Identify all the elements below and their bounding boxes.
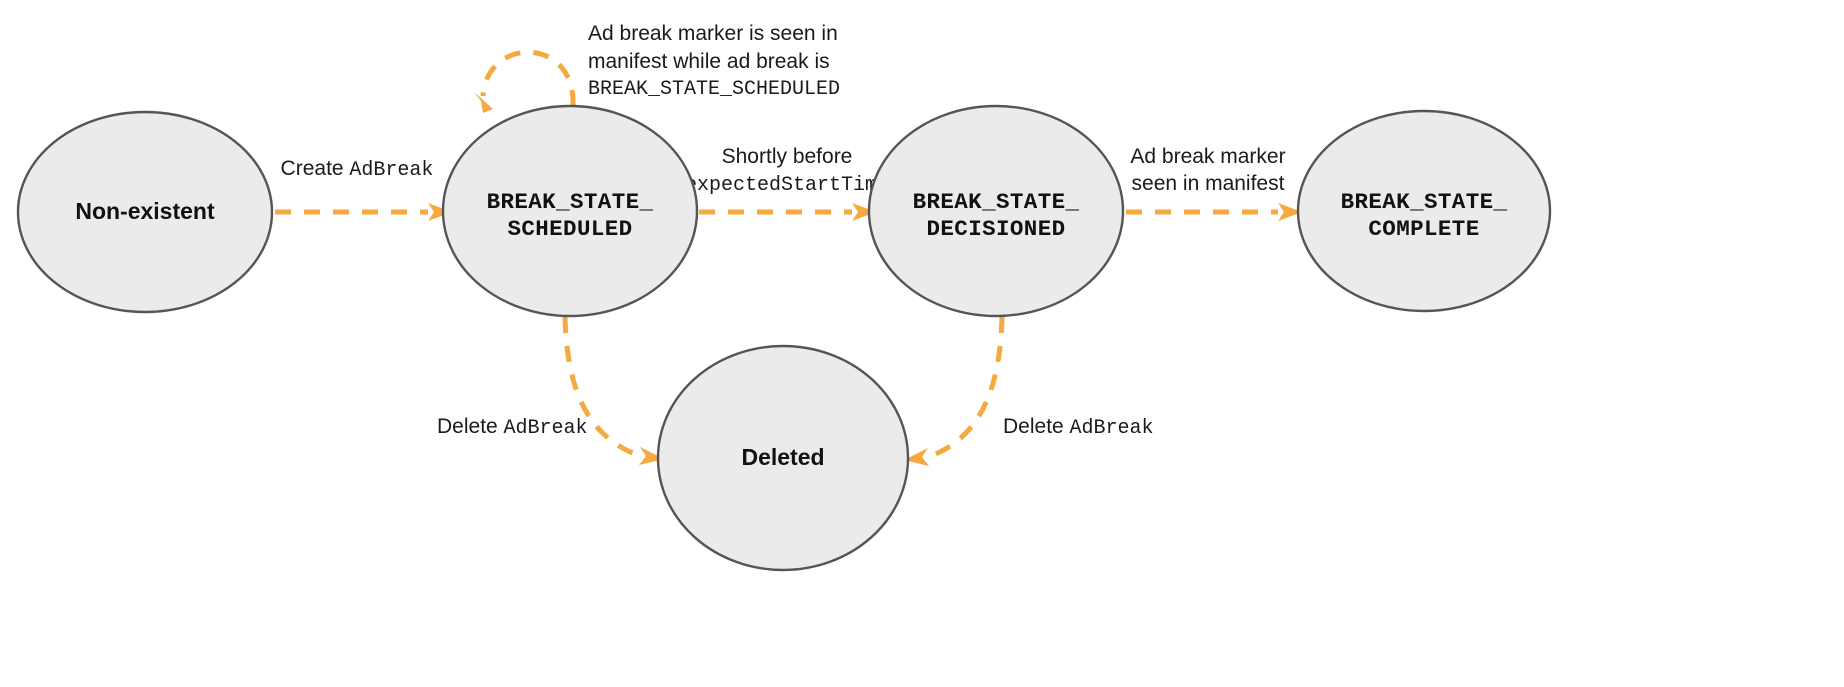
edge-scheduled-self-loop-label-line1: Ad break marker is seen in [588, 22, 838, 45]
edge-scheduled-to-decisioned-arrowhead [852, 203, 876, 221]
node-deleted[interactable]: Deleted [656, 344, 910, 572]
edge-scheduled-self-loop-label-line3: BREAK_STATE_SCHEDULED [588, 78, 840, 101]
edge-scheduled-self-loop: Ad break marker is seen in manifest whil… [474, 22, 840, 113]
edge-decisioned-to-complete-label-line1: Ad break marker [1130, 145, 1285, 168]
edge-decisioned-to-complete-arrowhead [1278, 203, 1302, 221]
edge-decisioned-to-complete-label-line2: seen in manifest [1132, 172, 1285, 195]
node-non-existent-shape[interactable] [16, 110, 274, 314]
node-break-state-scheduled-shape[interactable] [441, 104, 699, 318]
edge-decisioned-to-deleted-label-mono: AdBreak [1070, 417, 1154, 440]
edge-scheduled-to-deleted: Delete AdBreak [437, 316, 664, 465]
node-break-state-decisioned-label-line2: DECISIONED [926, 216, 1065, 242]
edge-scheduled-self-loop-label-line3-mono: BREAK_STATE_SCHEDULED [588, 78, 840, 101]
node-break-state-decisioned[interactable]: BREAK_STATE_ DECISIONED [867, 104, 1125, 318]
node-deleted-shape[interactable] [656, 344, 910, 572]
node-non-existent[interactable]: Non-existent [16, 110, 274, 314]
edge-decisioned-to-deleted-label: Delete AdBreak [1003, 415, 1154, 440]
node-break-state-scheduled-label-line2: SCHEDULED [507, 216, 632, 242]
node-break-state-decisioned-label-line1: BREAK_STATE_ [913, 189, 1080, 215]
edge-create-adbreak-label-plain: Create [281, 157, 350, 180]
edge-scheduled-self-loop-path [480, 49, 576, 107]
edge-create-adbreak-arrowhead [428, 203, 452, 221]
edge-scheduled-self-loop-arrowhead [474, 92, 493, 113]
edge-scheduled-to-decisioned-label-line2: expectedStartTime [685, 174, 889, 197]
node-break-state-complete[interactable]: BREAK_STATE_ COMPLETE [1296, 109, 1552, 313]
edge-decisioned-to-deleted-arrowhead [904, 448, 929, 466]
edge-scheduled-to-deleted-label-plain: Delete [437, 415, 504, 438]
edge-scheduled-to-decisioned: Shortly before expectedStartTime [685, 145, 889, 221]
edge-scheduled-self-loop-label-line2: manifest while ad break is [588, 50, 830, 73]
edge-scheduled-to-deleted-path [562, 316, 641, 459]
node-deleted-label: Deleted [741, 444, 824, 470]
edge-scheduled-to-decisioned-label-line2-mono: expectedStartTime [685, 174, 889, 197]
edge-create-adbreak-label-mono: AdBreak [349, 159, 433, 182]
node-break-state-scheduled-label-line1: BREAK_STATE_ [487, 189, 654, 215]
edge-scheduled-to-deleted-label: Delete AdBreak [437, 415, 588, 440]
edge-scheduled-to-decisioned-label-line1: Shortly before [722, 145, 853, 168]
edge-decisioned-to-complete: Ad break marker seen in manifest [1126, 145, 1302, 221]
node-break-state-scheduled[interactable]: BREAK_STATE_ SCHEDULED [441, 104, 699, 318]
edge-decisioned-to-deleted-path [927, 316, 1005, 460]
node-break-state-decisioned-shape[interactable] [867, 104, 1125, 318]
edge-create-adbreak: Create AdBreak [275, 157, 452, 221]
edge-create-adbreak-label: Create AdBreak [281, 157, 434, 182]
edge-decisioned-to-deleted-label-plain: Delete [1003, 415, 1070, 438]
node-break-state-complete-label-line1: BREAK_STATE_ [1341, 189, 1508, 215]
node-break-state-complete-label-line2: COMPLETE [1368, 216, 1479, 242]
edge-scheduled-to-deleted-label-mono: AdBreak [504, 417, 588, 440]
edge-decisioned-to-deleted: Delete AdBreak [904, 316, 1154, 466]
node-non-existent-label: Non-existent [75, 198, 215, 224]
node-break-state-complete-shape[interactable] [1296, 109, 1552, 313]
